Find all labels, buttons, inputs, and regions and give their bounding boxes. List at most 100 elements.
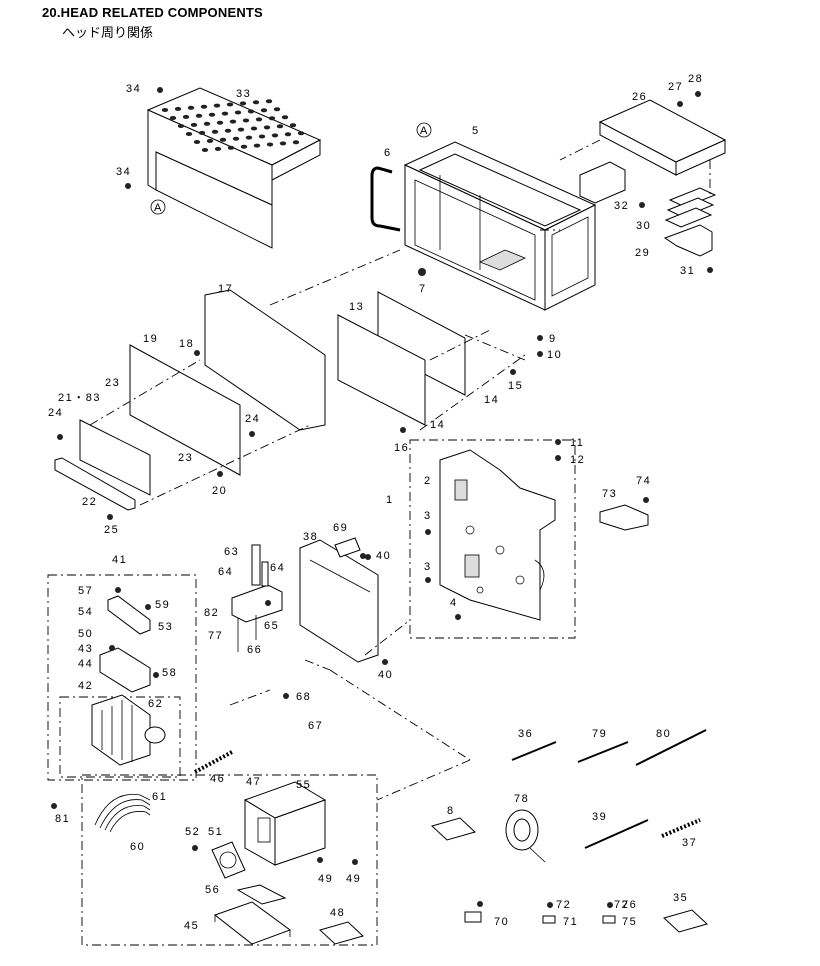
part-label-82: 82 [204,607,219,619]
part-22-rail [54,457,136,511]
part-75-terminal [602,915,616,924]
part-8-sheet [431,817,476,841]
part-label-14: 14 [430,419,445,431]
part-label-41: 41 [112,554,127,566]
part-label-3: 3 [424,510,432,522]
part-label-12: 12 [570,454,585,466]
part-label-58: 58 [162,667,177,679]
part-label-43: 43 [78,643,93,655]
part-label-52: 52 [185,826,200,838]
part-label-23: 23 [178,452,193,464]
part-label-33: 33 [236,88,251,100]
part-label-20: 20 [212,485,227,497]
part-label-55: 55 [296,779,311,791]
part-5-head-frame [403,141,597,311]
part-label-3: 3 [424,561,432,573]
part-label-79: 79 [592,728,607,740]
part-label-70: 70 [494,916,509,928]
part-79-cable-tie [577,741,629,763]
part-label-69: 69 [333,522,348,534]
part-label-68: 68 [296,691,311,703]
part-35-sheet [663,909,708,933]
part-label-77: 77 [208,630,223,642]
svg-text:A: A [154,202,162,214]
part-label-59: 59 [155,599,170,611]
part-label-5: 5 [472,125,480,137]
part-label-48: 48 [330,907,345,919]
part-37-spiral-wrap [661,818,701,838]
part-41-group-outline [47,574,197,781]
part-36-cable-tie [511,741,557,761]
connection-lines [89,139,711,801]
reference-mark-a-right: A [416,122,432,138]
part-71-terminal [542,915,556,924]
part-label-73: 73 [602,488,617,500]
part-label-24: 24 [245,413,260,425]
part-label-40: 40 [376,550,391,562]
part-label-24: 24 [48,407,63,419]
part-label-34: 34 [116,166,131,178]
part-82-valve-assembly [231,544,283,652]
page-title: 20.HEAD RELATED COMPONENTS [42,5,263,20]
part-label-32: 32 [614,200,629,212]
part-1-group-outline [409,439,576,639]
part-label-74: 74 [636,475,651,487]
part-label-23: 23 [105,377,120,389]
part-label-30: 30 [636,220,651,232]
part-19-panel [129,344,241,476]
part-label-1: 1 [386,494,394,506]
part-label-35: 35 [673,892,688,904]
part-label-75: 75 [622,916,637,928]
part-label-54: 54 [78,606,93,618]
part-73-bracket [599,504,649,531]
part-number-labels: 123456789101112131415161718192021・832223… [48,73,703,932]
part-label-63: 63 [224,546,239,558]
part-label-42: 42 [78,680,93,692]
part-label-26: 26 [632,91,647,103]
part-30-spacers [664,187,717,228]
part-label-31: 31 [680,265,695,277]
part-label-14: 14 [484,394,499,406]
part-label-2: 2 [424,475,432,487]
part-label-46: 46 [210,773,225,785]
part-78-tape-roll [505,809,546,863]
part-6-handle [370,166,401,232]
part-label-11: 11 [570,437,584,449]
part-label-60: 60 [130,841,145,853]
part-13-panel-front [337,314,426,426]
part-label-27: 27 [668,81,683,93]
part-label-65: 65 [264,620,279,632]
part-label-64: 64 [218,566,233,578]
page-header: 20.HEAD RELATED COMPONENTS ヘッド周り関係 [42,5,263,41]
part-label-51: 51 [208,826,223,838]
part-label-45: 45 [184,920,199,932]
part-label-34: 34 [126,83,141,95]
part-33-perforated-cover [146,87,322,249]
part-69-connector [334,537,361,558]
part-label-44: 44 [78,658,93,670]
part-label-38: 38 [303,531,318,543]
part-26-bracket [598,99,727,176]
part-label-49: 49 [318,873,333,885]
part-51-fan [211,841,246,879]
part-label-56: 56 [205,884,220,896]
part-label-47: 47 [246,776,261,788]
part-21-panel [79,419,151,496]
part-label-28: 28 [688,73,703,85]
part-60-group-outline [81,774,378,946]
part-label-4: 4 [450,597,458,609]
part-label-16: 16 [394,442,409,454]
part-13-panel-rear [377,291,466,396]
part-label-18: 18 [179,338,194,350]
part-label-25: 25 [104,524,119,536]
part-label-8: 8 [447,805,455,817]
part-label-64: 64 [270,562,285,574]
part-39-cable-tie [584,819,649,849]
part-38-board [299,539,379,663]
part-29-plate [663,224,713,257]
part-45-tray [213,901,292,945]
part-label-81: 81 [55,813,70,825]
part-label-53: 53 [158,621,173,633]
part-label-61: 61 [152,791,167,803]
part-label-57: 57 [78,585,93,597]
